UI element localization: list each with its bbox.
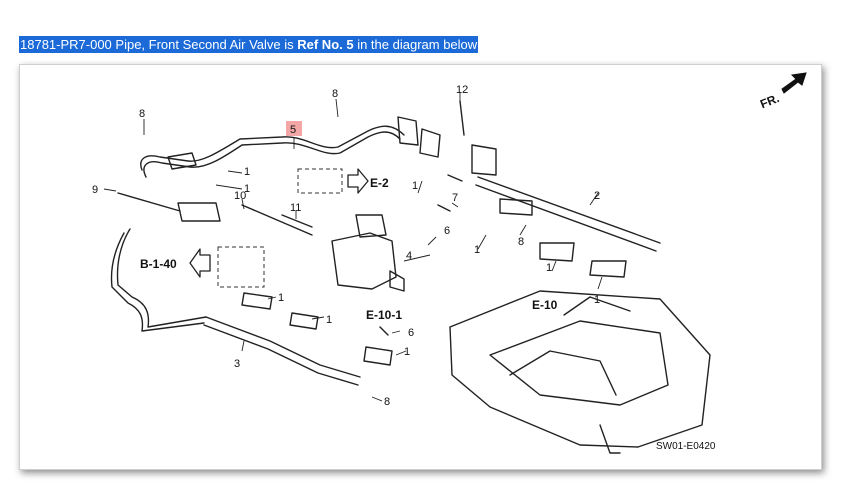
callout-1-g: 1 [278,292,284,304]
caption-part-text: 18781-PR7-000 Pipe, Front Second Air Val… [20,37,298,52]
callout-7: 7 [452,192,458,204]
part-caption: 18781-PR7-000 Pipe, Front Second Air Val… [19,36,479,53]
flange-right-2 [499,198,533,216]
callout-2: 2 [594,190,600,202]
diagram-drawing: 5 8 8 12 1 1 9 10 11 1 7 2 6 1 8 1 1 4 1… [92,72,807,454]
callout-12: 12 [456,84,468,96]
air-valve-top [355,214,387,238]
stud-ref-6-lower [379,326,389,336]
front-label: FR. [758,91,781,111]
front-arrow-icon [781,72,807,94]
pipe-ref-5-inner [143,131,401,178]
ref-e2-arrow [347,168,369,194]
ref-5-highlight [286,121,302,136]
callout-10: 10 [234,190,246,202]
callout-1-f: 1 [594,294,600,306]
pipe-left-vertical [116,192,207,328]
engine-detail-4 [599,424,621,454]
parts-diagram: 5 8 8 12 1 1 9 10 11 1 7 2 6 1 8 1 1 4 1… [19,64,822,470]
callout-1-a: 1 [244,166,250,178]
pipe-ref-2-inner [475,184,657,252]
stud-ref-7 [447,174,463,182]
flange-upper-1 [167,152,197,170]
callout-8-b: 8 [332,88,338,100]
callout-8-a: 8 [139,108,145,120]
flange-mid-1 [177,202,221,222]
callout-1-h: 1 [326,314,332,326]
engine-outline [449,290,711,448]
diagram-code: SW01-E0420 [656,441,716,452]
pipe-ref-3 [205,316,361,378]
stud-ref-12 [459,100,465,136]
ref-e10[interactable]: E-10 [532,298,558,312]
flange-lower-2 [289,312,319,330]
flange-right-1 [471,144,497,176]
flange-upper-2 [397,116,419,146]
air-valve-nozzle [389,270,405,292]
callout-11: 11 [290,202,301,214]
callout-1-b: 1 [244,183,250,195]
air-valve-body [331,232,397,290]
bolt-ref-11 [281,214,313,228]
pipe-left-vertical-inner [110,232,205,332]
callout-4: 4 [406,250,412,262]
ref-e2[interactable]: E-2 [370,176,389,190]
caption-ref-number: Ref No. 5 [297,37,354,52]
callout-6-b: 6 [408,327,414,339]
callout-8-d: 8 [384,396,390,408]
ref-b140-box [217,246,265,288]
ref-b140-arrow [189,248,211,278]
callout-3: 3 [234,358,240,370]
caption-suffix-text: in the diagram below [353,37,478,52]
callout-1-d: 1 [474,244,480,256]
callout-1-c: 1 [412,180,418,192]
pipe-ref-5 [140,125,405,171]
ref-e2-box [297,168,343,194]
pipe-ref-2 [477,176,661,244]
flange-upper-3 [419,128,441,158]
stud-ref-6 [437,204,451,212]
callout-8-c: 8 [518,236,524,248]
flange-right-3 [539,242,575,262]
engine-detail-2 [509,350,617,396]
bolt-ref-10 [241,204,313,236]
pipe-ref-3-inner [203,324,359,386]
ref-e101[interactable]: E-10-1 [366,308,402,322]
ref-b140[interactable]: B-1-40 [140,257,177,271]
callout-1-i: 1 [404,346,410,358]
callout-5: 5 [290,124,296,136]
flange-lower-1 [241,292,273,310]
engine-detail-1 [489,320,669,406]
flange-lower-3 [363,346,393,366]
callout-6-a: 6 [444,225,450,237]
callout-9: 9 [92,184,98,196]
flange-right-4 [589,260,627,278]
callout-1-e: 1 [546,262,552,274]
engine-detail-3 [563,296,631,316]
